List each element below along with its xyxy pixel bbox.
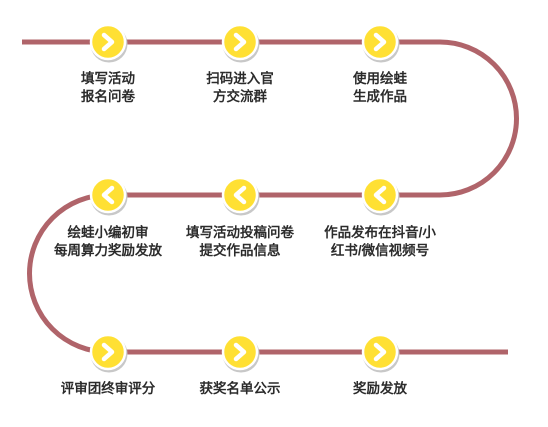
step-node-2: [221, 23, 260, 63]
step-label-line: 奖励发放: [353, 381, 407, 396]
step-label-5: 填写活动投稿问卷提交作品信息: [160, 224, 320, 260]
chevron-right-icon: [101, 32, 115, 52]
chevron-right-icon: [233, 32, 247, 52]
step-label-3: 使用绘蛙生成作品: [300, 70, 460, 106]
node-circle: [89, 333, 127, 371]
step-node-8: [221, 333, 260, 373]
step-nodes: [89, 23, 400, 373]
chevron-right-icon: [101, 342, 115, 362]
step-label-line: 作品发布在抖音/小: [324, 225, 436, 240]
step-label-7: 评审团终审评分: [28, 380, 188, 398]
step-node-1: [89, 23, 128, 63]
step-node-6: [89, 176, 128, 216]
step-label-2: 扫码进入官方交流群: [160, 70, 320, 106]
step-label-line: 填写活动投稿问卷: [186, 225, 294, 240]
node-circle: [221, 176, 259, 214]
step-label-4: 作品发布在抖音/小红书/微信视频号: [300, 224, 460, 260]
node-circle: [221, 23, 259, 61]
step-label-line: 绘蛙小编初审: [67, 225, 149, 240]
chevron-right-icon: [233, 342, 247, 362]
step-label-line: 使用绘蛙: [353, 71, 407, 86]
step-node-9: [361, 333, 400, 373]
step-label-line: 报名问卷: [81, 89, 135, 104]
node-circle: [361, 23, 399, 61]
step-label-line: 填写活动: [81, 71, 135, 86]
step-node-3: [361, 23, 400, 63]
node-circle: [89, 23, 127, 61]
chevron-right-icon: [373, 342, 387, 362]
step-label-line: 提交作品信息: [199, 243, 281, 258]
step-label-1: 填写活动报名问卷: [28, 70, 188, 106]
node-circle: [361, 333, 399, 371]
step-label-line: 红书/微信视频号: [330, 243, 430, 258]
step-label-line: 扫码进入官: [206, 71, 274, 86]
step-label-9: 奖励发放: [300, 380, 460, 398]
step-label-line: 评审团终审评分: [60, 381, 156, 396]
step-node-5: [221, 176, 260, 216]
node-circle: [361, 176, 399, 214]
chevron-right-icon: [373, 32, 387, 52]
step-label-line: 获奖名单公示: [199, 381, 281, 396]
node-circle: [221, 333, 259, 371]
chevron-left-icon: [373, 185, 387, 205]
step-label-line: 方交流群: [213, 89, 267, 104]
step-label-8: 获奖名单公示: [160, 380, 320, 398]
node-circle: [89, 176, 127, 214]
step-label-line: 每周算力奖励发放: [54, 243, 162, 258]
step-label-6: 绘蛙小编初审每周算力奖励发放: [28, 224, 188, 260]
step-node-7: [89, 333, 128, 373]
step-node-4: [361, 176, 400, 216]
chevron-left-icon: [101, 185, 115, 205]
step-label-line: 生成作品: [353, 89, 407, 104]
chevron-left-icon: [233, 185, 247, 205]
